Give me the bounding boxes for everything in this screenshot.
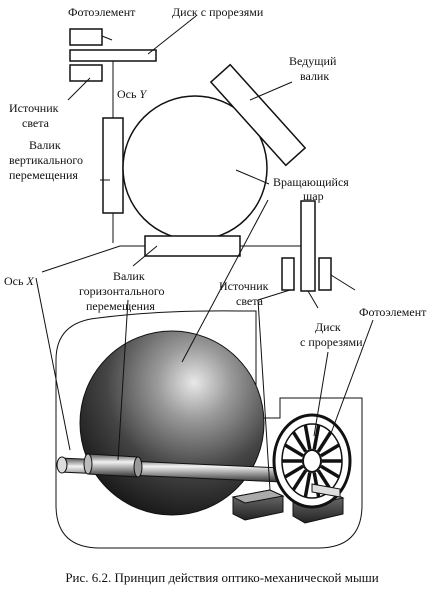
light-source-top bbox=[69, 64, 103, 82]
label-light-top-1: Источник bbox=[9, 101, 59, 115]
slotted-disk-top bbox=[69, 49, 157, 62]
wheel-spoke bbox=[312, 424, 321, 450]
photoelement-top bbox=[69, 28, 103, 46]
label-disk-right-1: Диск bbox=[315, 320, 341, 334]
figure-caption: Рис. 6.2. Принцип действия оптико-механи… bbox=[65, 570, 378, 585]
label-ball-2: шар bbox=[303, 189, 324, 203]
label-hroller-2: горизонтального bbox=[79, 284, 164, 298]
wheel-spoke bbox=[316, 431, 333, 453]
wheel-spoke bbox=[303, 472, 312, 498]
label-disk-right-2: с прорезями bbox=[300, 335, 363, 349]
label-axis-y-var: Y bbox=[139, 87, 147, 101]
label-vroller-2: вертикального bbox=[9, 153, 83, 167]
light-source-block bbox=[231, 489, 285, 521]
label-axis-x: Ось X bbox=[4, 274, 34, 288]
horizontal-roller bbox=[144, 235, 241, 257]
label-light-right-1: Источник bbox=[219, 279, 269, 293]
label-axis-y-text: Ось bbox=[117, 87, 139, 101]
label-drive-roller-2: валик bbox=[300, 69, 329, 83]
label-light-top-2: света bbox=[22, 116, 50, 130]
wheel-spoke bbox=[284, 464, 304, 479]
label-drive-roller-1: Ведущий bbox=[289, 54, 337, 68]
label-hroller-1: Валик bbox=[113, 269, 145, 283]
slotted-wheel bbox=[272, 413, 352, 509]
wheel-spoke bbox=[320, 464, 340, 479]
label-light-right-2: света bbox=[236, 294, 264, 308]
vertical-roller bbox=[102, 117, 124, 214]
label-ball-1: Вращающийся bbox=[273, 175, 349, 189]
light-source-right bbox=[281, 257, 295, 291]
label-slotted-disk-top: Диск с прорезями bbox=[172, 5, 264, 19]
wheel-spoke bbox=[303, 424, 312, 450]
horizontal-shaft bbox=[56, 453, 283, 483]
drive-roller bbox=[209, 63, 307, 167]
label-vroller-3: перемещения bbox=[9, 168, 78, 182]
slotted-disk-right bbox=[300, 200, 316, 292]
mouse-body-outline bbox=[55, 310, 363, 549]
label-axis-y: Ось Y bbox=[117, 87, 147, 101]
leader-lines bbox=[35, 15, 374, 491]
rotating-ball bbox=[79, 330, 265, 516]
wheel-spoke bbox=[291, 469, 308, 491]
label-axis-x-var: X bbox=[25, 274, 34, 288]
photoelement-right bbox=[318, 257, 332, 291]
wheel-spoke bbox=[291, 431, 308, 453]
label-photoelement-right: Фотоэлемент bbox=[359, 305, 427, 319]
label-vroller-1: Валик bbox=[29, 138, 61, 152]
wheel-spoke bbox=[320, 443, 340, 458]
label-photoelement-top: Фотоэлемент bbox=[68, 5, 136, 19]
label-hroller-3: перемещения bbox=[86, 299, 155, 313]
wheel-spoke bbox=[284, 443, 304, 458]
label-axis-x-text: Ось bbox=[4, 274, 26, 288]
